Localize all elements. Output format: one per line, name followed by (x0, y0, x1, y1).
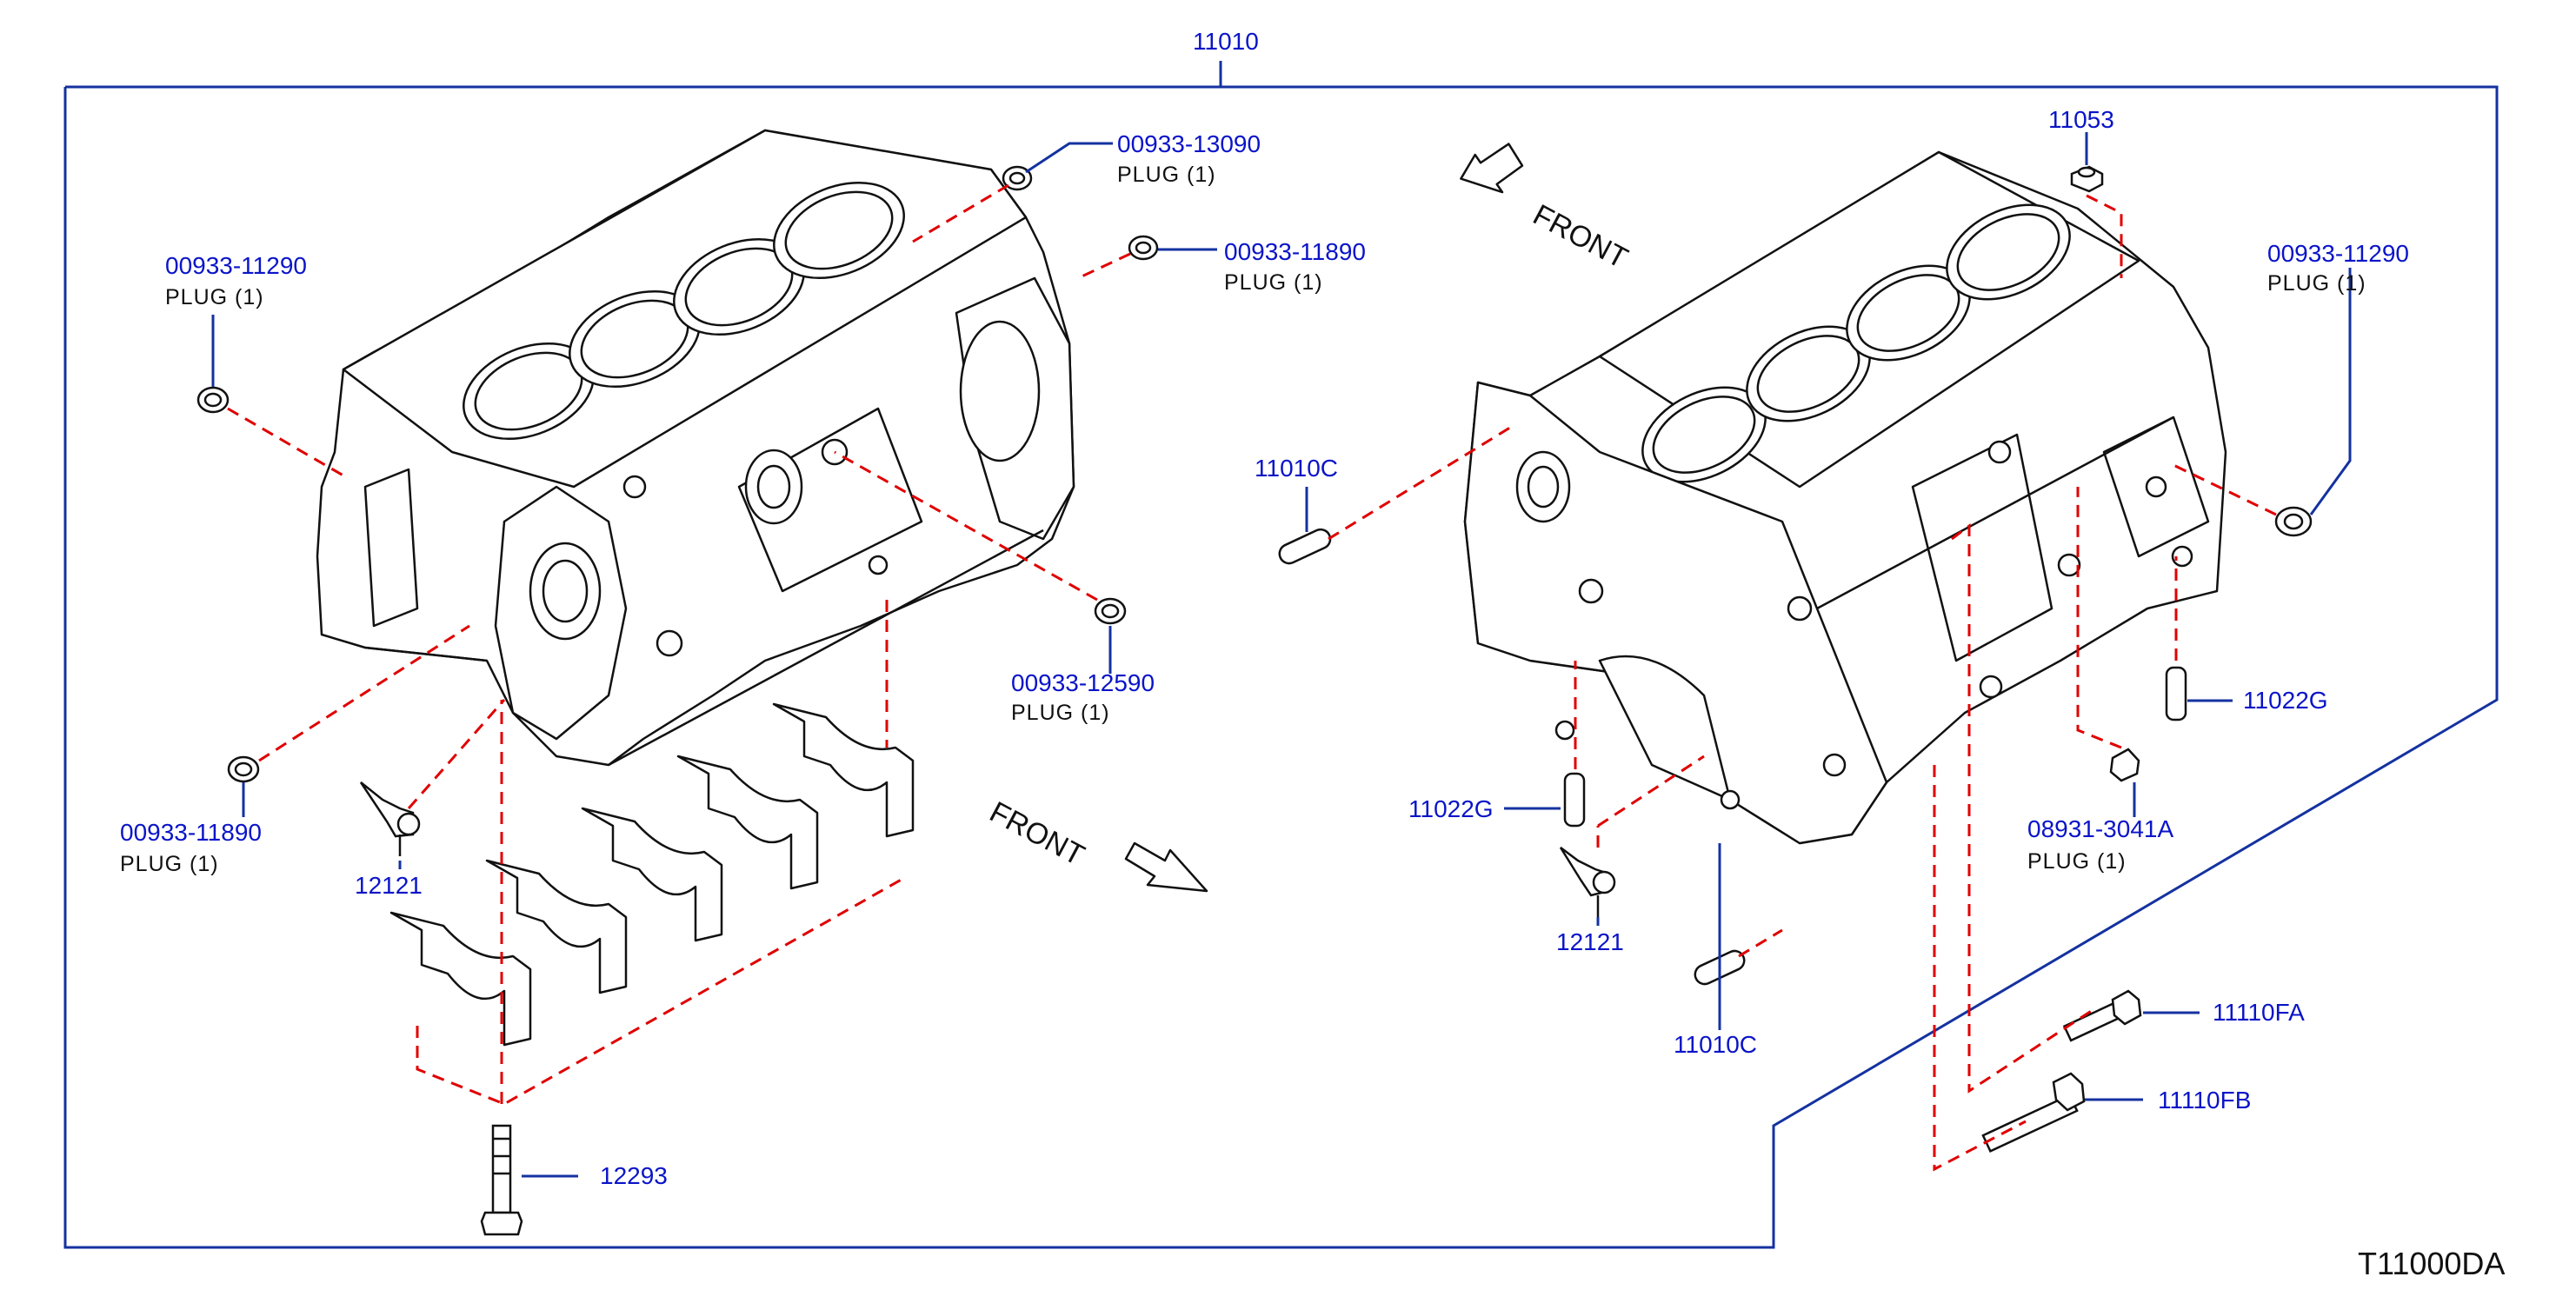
plug-icon-p5 (1094, 597, 1127, 625)
oil-jet-icon-p6 (359, 781, 421, 856)
part-number-p7[interactable]: 12293 (600, 1162, 668, 1189)
plug-icon-p9 (2274, 506, 2313, 537)
part-number-p3[interactable]: 00933-11290 (165, 252, 307, 279)
front-arrow-icon-right (1124, 841, 1208, 893)
plug-icon-p1 (1002, 165, 1033, 191)
part-desc-p13: PLUG (1) (2027, 849, 2127, 874)
part-number-p15[interactable]: 11010C (1674, 1031, 1758, 1058)
part-number-p4[interactable]: 00933-11890 (120, 819, 262, 846)
left-bearing-caps (389, 702, 915, 1047)
part-desc-p4: PLUG (1) (120, 852, 219, 876)
dowel-icon-p11 (1563, 772, 1586, 828)
part-desc-p1: PLUG (1) (1117, 163, 1216, 187)
plug-icon-p2 (1128, 235, 1159, 261)
part-number-p9[interactable]: 00933-11290 (2267, 240, 2409, 267)
part-number-p10[interactable]: 11010C (1255, 455, 1339, 482)
assembly-number[interactable]: 11010 (1193, 28, 1259, 55)
dowel-icon-p12 (2165, 666, 2187, 721)
part-desc-p5: PLUG (1) (1011, 701, 1110, 725)
assembly-frame (63, 61, 2499, 1249)
part-desc-p2: PLUG (1) (1224, 270, 1323, 295)
part-number-p16[interactable]: 11110FA (2213, 999, 2305, 1026)
plug-icon-p8 (2070, 165, 2104, 193)
part-number-p6[interactable]: 12121 (355, 872, 423, 899)
part-desc-p9: PLUG (1) (2267, 271, 2366, 296)
part-number-p13[interactable]: 08931-3041A (2027, 815, 2174, 842)
oil-jet-icon-p14 (1559, 847, 1616, 917)
dowel-icon-p10 (1278, 528, 1332, 565)
left-small-parts (196, 165, 1159, 1236)
right-small-parts (1278, 165, 2313, 1153)
bolt-icon-p17 (1981, 1072, 2086, 1153)
blue-leaders (211, 132, 2352, 1178)
right-cylinder-block (1463, 150, 2227, 845)
diagram-reference-code: T11000DA (2358, 1246, 2506, 1281)
plug-icon-p4 (227, 755, 260, 783)
bolt-icon-p7 (480, 1124, 523, 1236)
part-number-p11[interactable]: 11022G (1408, 795, 1494, 822)
front-arrow-icon-left (1460, 143, 1524, 194)
left-cylinder-block (316, 129, 1075, 767)
part-number-p14[interactable]: 12121 (1556, 928, 1624, 955)
part-number-p12[interactable]: 11022G (2243, 687, 2328, 714)
part-number-p8[interactable]: 11053 (2048, 106, 2114, 133)
part-desc-p3: PLUG (1) (165, 285, 264, 309)
plug-icon-p3 (196, 386, 230, 414)
bolt-icon-p16 (2062, 989, 2142, 1042)
part-number-p17[interactable]: 11110FB (2158, 1087, 2252, 1114)
part-number-p2[interactable]: 00933-11890 (1224, 238, 1366, 265)
part-number-p5[interactable]: 00933-12590 (1011, 669, 1155, 696)
red-dashed-leaders (227, 183, 2277, 1172)
part-number-p1[interactable]: 00933-13090 (1117, 130, 1261, 157)
plug-icon-p13 (2109, 748, 2140, 782)
